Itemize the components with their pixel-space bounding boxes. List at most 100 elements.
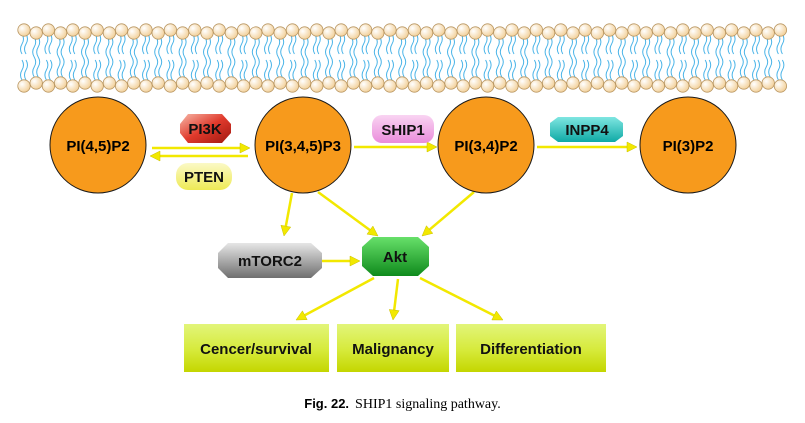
lipid-tail: [768, 36, 773, 58]
lipid-tail: [463, 33, 468, 55]
lipid-tail: [422, 36, 427, 58]
lipid-tail: [707, 33, 712, 55]
lipid-tail: [487, 33, 492, 55]
lipid-tail: [642, 36, 647, 58]
lipid-head: [444, 26, 458, 40]
lipid-tail: [581, 33, 586, 55]
lipid-tail: [739, 36, 744, 58]
lipid-head: [176, 26, 190, 40]
lipid-tail: [337, 33, 342, 55]
lipid-tail: [434, 59, 439, 81]
lipid-tail: [719, 56, 724, 78]
lipid-tail: [703, 59, 708, 81]
lipid-tail: [194, 59, 199, 81]
lipid-tail: [365, 59, 370, 81]
lipid-tail: [512, 33, 516, 55]
lipid-tail: [512, 59, 516, 81]
lipid-tail: [593, 36, 598, 58]
lipid-tail: [105, 56, 110, 78]
lipid-tail: [463, 59, 468, 81]
lipid-tail: [776, 59, 781, 81]
lipid-tail: [142, 59, 146, 81]
lipid-tail: [536, 33, 541, 55]
lipid-tail: [227, 36, 232, 58]
lipid-head: [261, 79, 275, 93]
lipid-head: [590, 26, 605, 40]
lipid-tail: [390, 59, 394, 81]
lipid-tail: [447, 56, 451, 78]
lipid-head: [566, 76, 580, 90]
lipid-tail: [72, 33, 77, 55]
lipid-tail: [182, 56, 187, 78]
lipid-head: [615, 76, 629, 90]
lipid-tail: [231, 56, 236, 78]
lipid-head: [17, 23, 31, 37]
lipid-tail: [268, 33, 272, 55]
lipid-head: [358, 79, 373, 93]
lipid-tail: [520, 36, 525, 58]
lipid-head: [115, 23, 129, 37]
lipid-head: [346, 76, 360, 90]
node-akt-label: Akt: [383, 249, 407, 266]
lipid-head: [505, 23, 519, 37]
lipid-head: [139, 79, 153, 93]
lipid-tail: [349, 56, 354, 78]
lipid-tail: [304, 56, 309, 78]
outcome-differentiation: Differentiation: [456, 324, 606, 372]
lipid-tail: [524, 36, 529, 58]
lipid-head: [78, 26, 92, 40]
lipid-tail: [325, 56, 329, 78]
lipid-tail: [264, 59, 268, 81]
lipid-tail: [703, 33, 708, 55]
cell-membrane: [17, 23, 788, 93]
lipid-tail: [329, 56, 333, 78]
lipid-tail: [715, 36, 720, 58]
lipid-head: [249, 26, 263, 40]
lipid-tail: [508, 33, 512, 55]
lipid-tail: [573, 56, 577, 78]
lipid-tail: [24, 33, 28, 55]
lipid-head: [297, 76, 312, 90]
lipid-tail: [617, 36, 622, 58]
lipid-tail: [508, 59, 512, 81]
lipid-tail: [117, 33, 122, 55]
lipid-head: [395, 26, 409, 40]
enzyme-pten-label: PTEN: [184, 169, 224, 186]
lipid-tail: [569, 56, 573, 78]
lipid-tail: [353, 56, 358, 78]
lipid-tail: [764, 56, 769, 78]
lipid-head: [200, 26, 214, 40]
lipid-head: [773, 79, 788, 93]
lipid-tail: [81, 56, 85, 78]
lipid-tail: [743, 36, 748, 58]
lipid-head: [627, 79, 641, 93]
lipid-head: [468, 26, 482, 40]
lipid-head: [371, 76, 385, 90]
lipid-tail: [105, 36, 110, 58]
lipid-head: [176, 76, 190, 90]
lipid-tail: [129, 36, 134, 58]
lipid-tail: [520, 56, 525, 78]
lipid-tail: [483, 33, 488, 55]
lipid-tail: [621, 56, 626, 78]
lipid-head: [517, 76, 531, 90]
lipid-tail: [719, 36, 724, 58]
lipid-tail: [56, 56, 61, 78]
lipid-tail: [166, 33, 171, 55]
lipid-tail: [44, 59, 49, 81]
lipid-tail: [337, 59, 342, 81]
lipid-tail: [691, 56, 695, 78]
lipid-tail: [743, 56, 748, 78]
lipid-head: [78, 76, 92, 90]
lipid-head: [602, 23, 617, 37]
lipid-tail: [146, 59, 150, 81]
lipid-head: [749, 79, 763, 93]
lipid-tail: [548, 36, 553, 58]
lipid-head: [480, 23, 495, 37]
lipid-tail: [361, 59, 366, 81]
lipid-tail: [243, 33, 248, 55]
lipid-tail: [215, 59, 220, 81]
lipid-head: [29, 76, 43, 90]
lipid-tail: [190, 59, 195, 81]
enzyme-inpp4-label: INPP4: [565, 122, 609, 139]
